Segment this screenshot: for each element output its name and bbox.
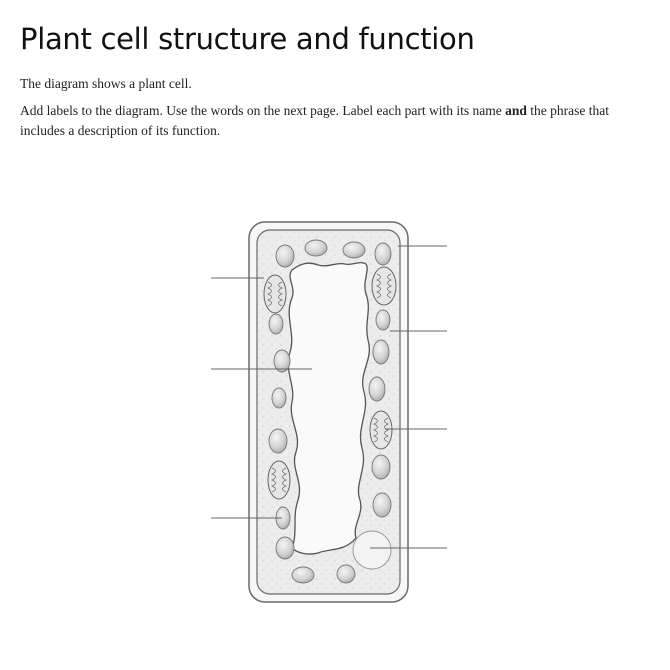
mitochondrion (372, 267, 396, 305)
vacuole (288, 263, 369, 554)
nucleus (353, 531, 391, 569)
chloroplast (372, 455, 390, 479)
chloroplast (305, 240, 327, 256)
chloroplast (376, 310, 390, 330)
chloroplast (375, 243, 391, 265)
chloroplast (369, 377, 385, 401)
chloroplast (269, 314, 283, 334)
chloroplast (373, 340, 389, 364)
mitochondrion (370, 411, 392, 449)
chloroplast (292, 567, 314, 583)
mitochondrion (264, 275, 286, 313)
chloroplast (343, 242, 365, 258)
chloroplast (269, 429, 287, 453)
chloroplast (373, 493, 391, 517)
mitochondrion (268, 461, 290, 499)
chloroplast (276, 537, 294, 559)
chloroplast (337, 565, 355, 583)
chloroplast (276, 245, 294, 267)
chloroplast (272, 388, 286, 408)
